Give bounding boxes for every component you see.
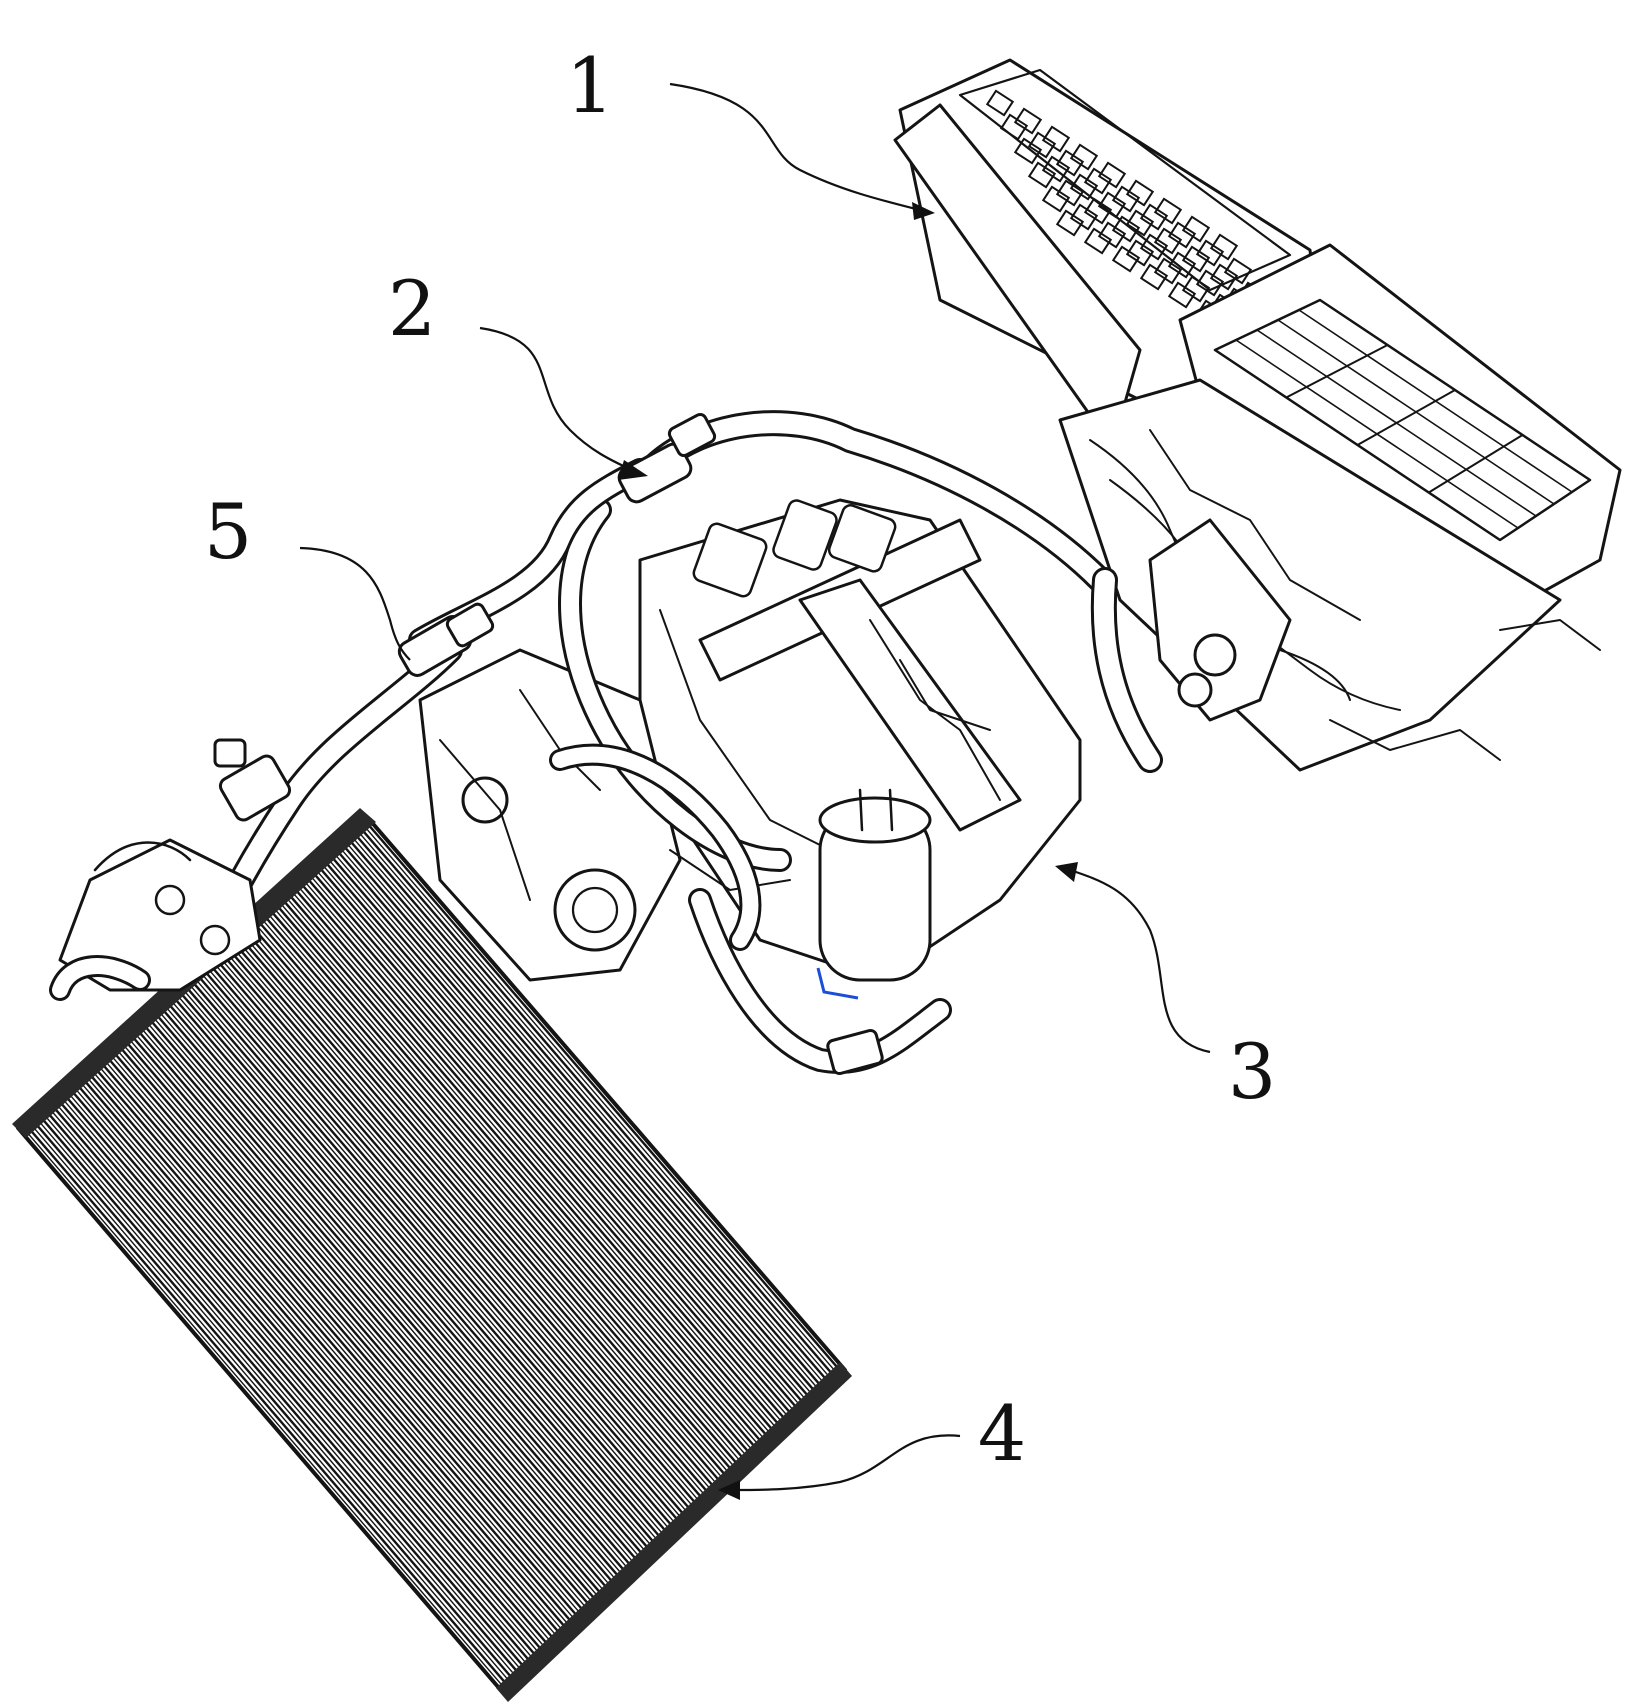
callout-4: 4 (978, 1389, 1026, 1478)
leader-arrow-3 (1055, 862, 1078, 882)
callout-3: 3 (1228, 1027, 1276, 1116)
leader-line-2 (480, 328, 632, 470)
callout-2: 2 (388, 264, 436, 353)
callout-1: 1 (566, 41, 614, 130)
callout-5: 5 (204, 487, 252, 576)
leader-line-5 (300, 548, 410, 660)
leader-line-1 (670, 84, 920, 210)
leader-line-3 (1070, 870, 1210, 1052)
